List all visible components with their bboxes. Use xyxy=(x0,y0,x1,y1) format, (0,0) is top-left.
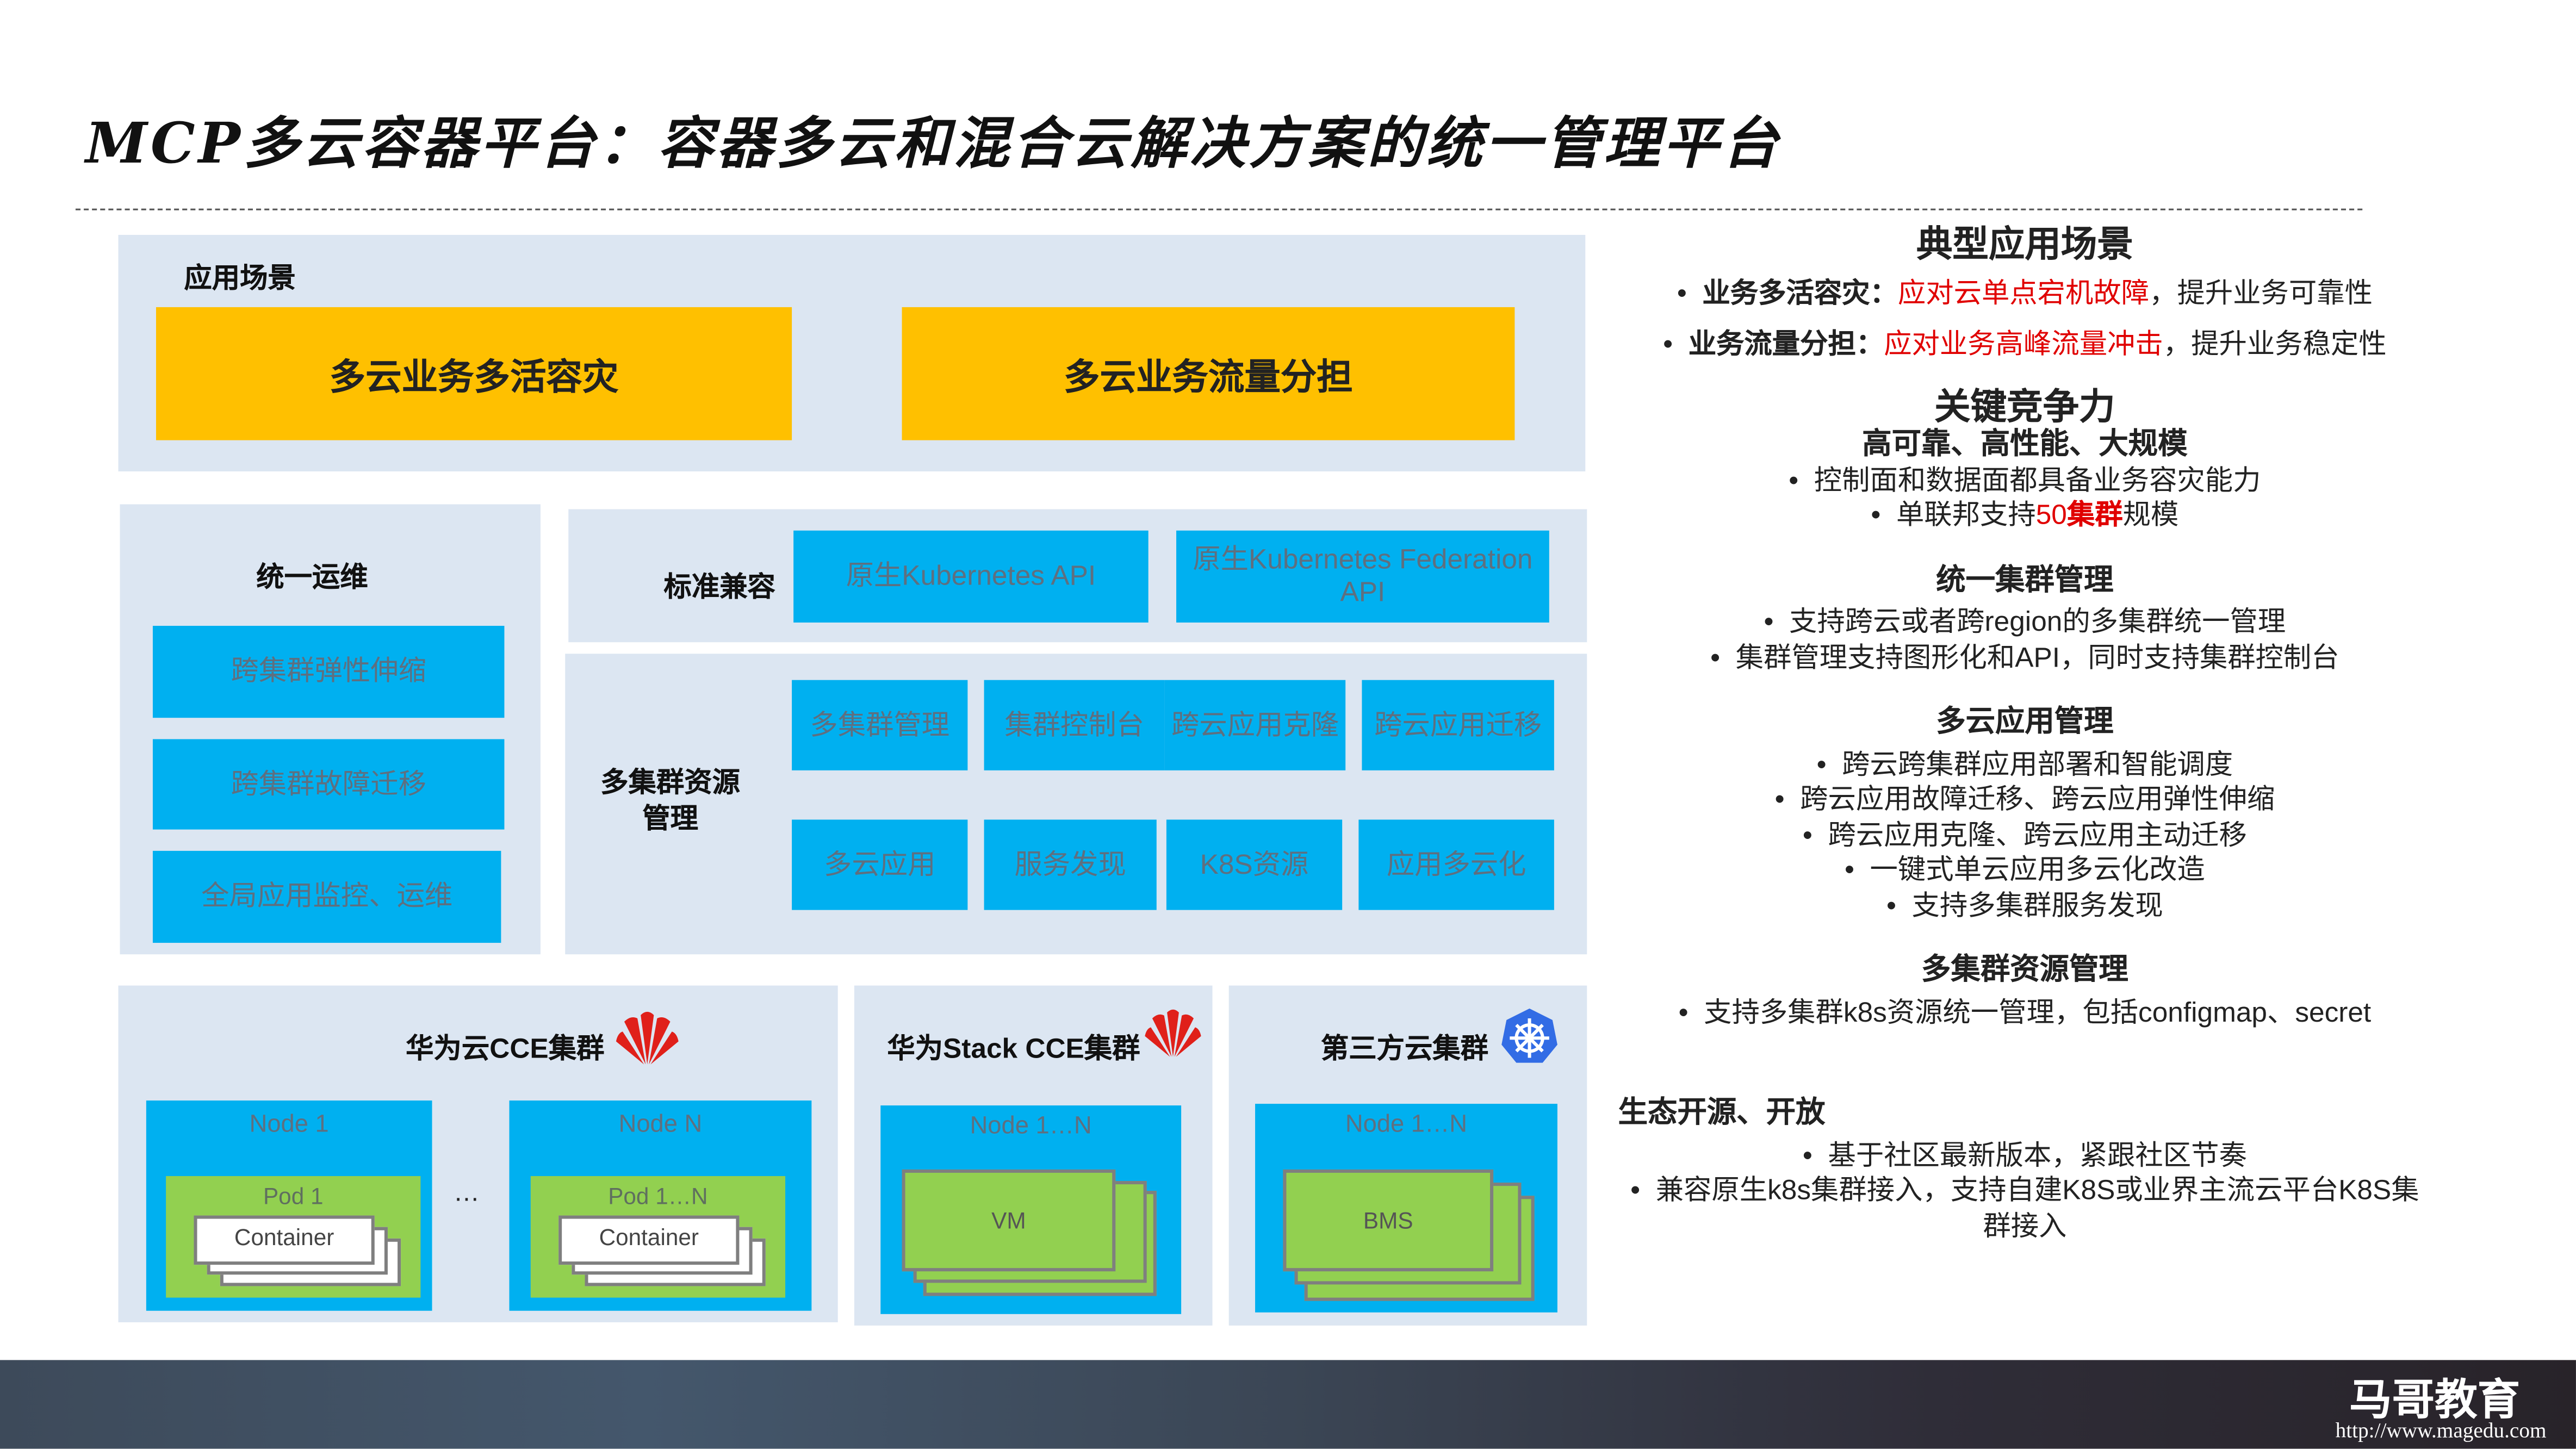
cluster-label: 华为Stack CCE集群 xyxy=(887,1033,1140,1065)
pod-box: Pod 1 Container xyxy=(166,1176,421,1298)
bullet-red: 应对云单点宕机故障 xyxy=(1897,277,2150,308)
bullet-bold: 业务流量分担： xyxy=(1688,328,1884,360)
bullet-text: 一键式单云应用多云化改造 xyxy=(1870,854,2205,886)
bullet-text: 单联邦支持 xyxy=(1896,499,2036,531)
compat-box: 原生Kubernetes Federation API xyxy=(1176,530,1549,623)
bullet-red: 集群 xyxy=(2066,499,2123,531)
huawei-logo-icon xyxy=(616,1011,679,1065)
bullet-text: 跨云跨集群应用部署和智能调度 xyxy=(1842,748,2233,780)
bullet-text: ，提升业务可靠性 xyxy=(2149,277,2373,308)
title-divider xyxy=(75,208,2363,210)
scenario-bullet: • 业务流量分担：应对业务高峰流量冲击，提升业务稳定性 xyxy=(1663,328,2387,360)
right-panel: 典型应用场景 • 业务多活容灾：应对云单点宕机故障，提升业务可靠性 • 业务流量… xyxy=(1618,223,2431,1243)
node-box: Node 1…N BMS xyxy=(1255,1104,1557,1313)
bms-box: BMS xyxy=(1283,1169,1494,1272)
bullet: • 支持跨云或者跨region的多集群统一管理 xyxy=(1764,606,2286,638)
bullet-text: 基于社区最新版本，紧跟社区节奏 xyxy=(1828,1139,2247,1171)
feature-box: K8S资源 xyxy=(1166,819,1343,910)
compat-label: 标准兼容 xyxy=(663,571,775,603)
cluster-label: 华为云CCE集群 xyxy=(406,1033,605,1065)
feature-box: 跨云应用克隆 xyxy=(1164,680,1346,770)
bullet: • 支持多集群k8s资源统一管理，包括configmap、secret xyxy=(1678,996,2372,1028)
ops-box: 全局应用监控、运维 xyxy=(152,850,501,943)
bullet-text: 支持多集群服务发现 xyxy=(1911,889,2163,921)
ops-box: 跨集群故障迁移 xyxy=(152,739,505,830)
bullet: • 跨云应用故障迁移、跨云应用弹性伸缩 xyxy=(1774,783,2275,815)
group-heading: 多集群资源管理 xyxy=(1921,953,2128,986)
bullet-text: 控制面和数据面都具备业务容灾能力 xyxy=(1814,464,2261,495)
ops-label: 统一运维 xyxy=(256,562,368,593)
bullet: • 集群管理支持图形化和API，同时支持集群控制台 xyxy=(1710,641,2339,673)
group-heading: 统一集群管理 xyxy=(1936,562,2114,596)
kubernetes-icon xyxy=(1501,1008,1557,1063)
feature-box: 多云应用 xyxy=(792,819,968,910)
bullet: • 控制面和数据面都具备业务容灾能力 xyxy=(1789,464,2261,495)
section-heading: 关键竞争力 xyxy=(1934,385,2115,426)
feature-box: 应用多云化 xyxy=(1358,819,1554,910)
multi-cluster-panel: 多集群资源管理 多集群管理 集群控制台 跨云应用克隆 跨云应用迁移 多云应用 服… xyxy=(565,654,1587,955)
huawei-stack-cluster: 华为Stack CCE集群 Node 1…N VM xyxy=(854,985,1213,1326)
bullet: • 支持多集群服务发现 xyxy=(1886,889,2163,921)
group-heading: 生态开源、开放 xyxy=(1618,1096,1826,1129)
bullet-text: 支持跨云或者跨region的多集群统一管理 xyxy=(1789,606,2286,638)
pod-label: Pod 1 xyxy=(263,1183,324,1209)
bullet-text: 跨云应用故障迁移、跨云应用弹性伸缩 xyxy=(1800,783,2275,815)
bullet-text: ，提升业务稳定性 xyxy=(2163,328,2387,360)
feature-box: 多集群管理 xyxy=(792,680,968,770)
bullet-text: 兼容原生k8s集群接入，支持自建K8S或业界主流云平台K8S集群接入 xyxy=(1655,1174,2419,1241)
feature-box: 服务发现 xyxy=(984,819,1157,910)
bullet: • 一键式单云应用多云化改造 xyxy=(1844,854,2205,886)
bullet-text: 规模 xyxy=(2122,499,2179,531)
brand-url[interactable]: http://www.magedu.com xyxy=(2335,1417,2547,1442)
multi-cluster-label: 多集群资源管理 xyxy=(600,767,740,835)
node-label: Node 1 xyxy=(249,1110,329,1139)
huawei-cloud-cluster: 华为云CCE集群 Node 1 Pod 1 Container … Node N… xyxy=(118,985,838,1322)
ops-panel: 统一运维 跨集群弹性伸缩 跨集群故障迁移 全局应用监控、运维 xyxy=(120,504,541,955)
group-heading: 多云应用管理 xyxy=(1936,705,2114,738)
node-label: Node 1…N xyxy=(1345,1110,1468,1139)
bullet-red: 应对业务高峰流量冲击 xyxy=(1884,328,2163,360)
node-box: Node N Pod 1…N Container xyxy=(509,1100,812,1311)
ellipsis: … xyxy=(453,1179,480,1208)
node-box: Node 1…N VM xyxy=(880,1105,1182,1314)
scenario-bullet: • 业务多活容灾：应对云单点宕机故障，提升业务可靠性 xyxy=(1677,277,2373,308)
pod-box: Pod 1…N Container xyxy=(530,1176,786,1298)
bullet-red: 50 xyxy=(2035,499,2067,531)
group-heading: 高可靠、高性能、大规模 xyxy=(1862,427,2188,460)
vm-box: VM xyxy=(902,1169,1116,1272)
bullet-text: 集群管理支持图形化和API，同时支持集群控制台 xyxy=(1735,641,2339,673)
brand-logo: 马哥教育 xyxy=(2349,1375,2521,1425)
bullet: • 基于社区最新版本，紧跟社区节奏 xyxy=(1802,1139,2247,1171)
page-title: MCP多云容器平台：容器多云和混合云解决方案的统一管理平台 xyxy=(85,111,1782,178)
compat-box: 原生Kubernetes API xyxy=(793,530,1149,623)
huawei-logo-icon xyxy=(1145,1009,1201,1057)
scenario-box: 多云业务流量分担 xyxy=(902,307,1515,440)
cluster-label: 第三方云集群 xyxy=(1320,1033,1489,1065)
scenario-panel: 应用场景 多云业务多活容灾 多云业务流量分担 xyxy=(118,235,1586,472)
bullet-text: 支持多集群k8s资源统一管理，包括configmap、secret xyxy=(1704,996,2372,1028)
ops-box: 跨集群弹性伸缩 xyxy=(152,626,505,718)
bullet: • 跨云应用克隆、跨云应用主动迁移 xyxy=(1802,818,2247,850)
third-party-cluster: 第三方云集群 Node 1…N BMS xyxy=(1228,985,1587,1326)
compat-panel: 标准兼容 原生Kubernetes API 原生Kubernetes Feder… xyxy=(568,509,1587,643)
scenario-label: 应用场景 xyxy=(184,263,296,294)
section-heading: 典型应用场景 xyxy=(1916,223,2133,265)
bullet: • 兼容原生k8s集群接入，支持自建K8S或业界主流云平台K8S集群接入 xyxy=(1630,1174,2419,1241)
node-label: Node 1…N xyxy=(970,1112,1092,1140)
container-box: Container xyxy=(558,1215,740,1265)
bullet: • 单联邦支持50集群规模 xyxy=(1871,499,2179,531)
bullet-text: 跨云应用克隆、跨云应用主动迁移 xyxy=(1828,818,2247,850)
bullet-bold: 业务多活容灾： xyxy=(1702,277,1898,308)
bullet: • 跨云跨集群应用部署和智能调度 xyxy=(1816,748,2233,780)
node-box: Node 1 Pod 1 Container xyxy=(146,1100,432,1311)
node-label: Node N xyxy=(618,1110,703,1139)
scenario-box: 多云业务多活容灾 xyxy=(156,307,792,440)
feature-box: 跨云应用迁移 xyxy=(1362,680,1554,770)
pod-label: Pod 1…N xyxy=(608,1183,708,1209)
feature-box: 集群控制台 xyxy=(984,680,1165,770)
container-box: Container xyxy=(194,1215,375,1265)
footer-bar: 马哥教育 http://www.magedu.com xyxy=(0,1360,2576,1449)
